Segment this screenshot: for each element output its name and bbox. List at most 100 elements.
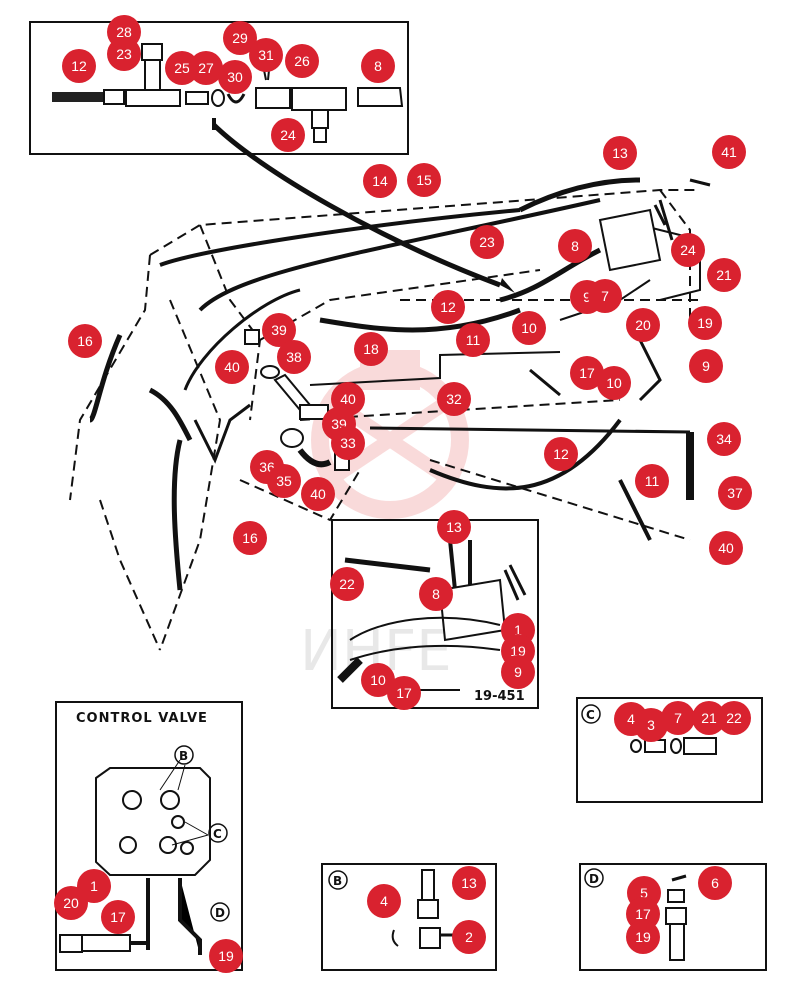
callout-circle: [692, 701, 726, 735]
callout-marker: 3: [634, 708, 668, 742]
callout-marker: 33: [331, 426, 365, 460]
inset-c: C: [576, 697, 763, 803]
callout-label: 37: [727, 485, 743, 501]
callout-label: 2: [465, 929, 473, 945]
callout-marker: 20: [54, 886, 88, 920]
callout-circle: [707, 258, 741, 292]
callout-marker: 12: [431, 290, 465, 324]
callout-label: 22: [339, 576, 355, 592]
callout-circle: [367, 884, 401, 918]
callout-label: 20: [63, 895, 79, 911]
callout-marker: 28: [107, 15, 141, 49]
callout-circle: [717, 701, 751, 735]
callout-label: 41: [721, 144, 737, 160]
callout-marker: 19: [688, 306, 722, 340]
callout-marker: 21: [707, 258, 741, 292]
callout-label: 1: [90, 878, 98, 894]
callout-marker: 40: [709, 531, 743, 565]
callout-circle: [456, 323, 490, 357]
callout-marker: 16: [68, 324, 102, 358]
callout-marker: 16: [233, 521, 267, 555]
callout-circle: [387, 676, 421, 710]
callout-circle: [512, 311, 546, 345]
callout-circle: [634, 708, 668, 742]
callout-circle: [626, 308, 660, 342]
callout-label: 20: [635, 317, 651, 333]
callout-circle: [363, 164, 397, 198]
callout-marker: 40: [301, 477, 335, 511]
callout-marker: 40: [215, 350, 249, 384]
callout-label: 17: [110, 909, 126, 925]
callout-marker: 8: [361, 49, 395, 83]
callout-circle: [635, 464, 669, 498]
callout-circle: [101, 900, 135, 934]
callout-label: 40: [224, 359, 240, 375]
callout-label: 3: [647, 717, 655, 733]
callout-circle: [718, 476, 752, 510]
callout-label: 11: [466, 332, 481, 348]
callout-circle: [330, 567, 364, 601]
callout-circle: [54, 886, 88, 920]
callout-label: 13: [612, 145, 628, 161]
callout-circle: [419, 577, 453, 611]
callout-marker: 6: [698, 866, 732, 900]
inset-b-letter: B: [333, 874, 342, 888]
control-valve-inset: CONTROL VALVE B C D: [55, 701, 243, 971]
callout-marker: 7: [588, 279, 622, 313]
callout-circle: [707, 422, 741, 456]
callout-marker: 11: [456, 323, 490, 357]
callout-label: 18: [363, 341, 379, 357]
control-valve-main: [598, 199, 674, 272]
callout-label: 33: [340, 435, 356, 451]
callout-marker: 17: [387, 676, 421, 710]
callout-label: 9: [514, 664, 522, 680]
callout-label: 34: [716, 431, 732, 447]
callout-marker: 12: [544, 437, 578, 471]
callout-circle: [361, 663, 395, 697]
callout-label: 12: [440, 299, 456, 315]
callout-label: 16: [77, 333, 93, 349]
callout-label: 40: [718, 540, 734, 556]
callout-label: 21: [701, 710, 717, 726]
callout-circle: [452, 866, 486, 900]
callout-marker: 10: [512, 311, 546, 345]
callout-marker: 30: [218, 60, 252, 94]
callout-label: 17: [396, 685, 412, 701]
callout-marker: 22: [330, 567, 364, 601]
callout-marker: 13: [452, 866, 486, 900]
port-d-label: D: [215, 906, 225, 920]
callout-label: 7: [601, 288, 609, 304]
port-c-label: C: [213, 827, 222, 841]
callout-label: 38: [286, 349, 302, 365]
callout-marker: 14: [363, 164, 397, 198]
callout-label: 4: [627, 711, 635, 727]
callout-marker: 10: [597, 366, 631, 400]
callout-marker: 13: [437, 510, 471, 544]
callout-label: 19: [697, 315, 713, 331]
callout-label: 11: [645, 473, 660, 489]
callout-marker: 7: [661, 701, 695, 735]
callout-circle: [597, 366, 631, 400]
callout-marker: 38: [277, 340, 311, 374]
callout-marker: 12: [62, 49, 96, 83]
callout-circle: [688, 306, 722, 340]
callout-circle: [437, 510, 471, 544]
callout-circle: [209, 939, 243, 973]
callout-label: 22: [726, 710, 742, 726]
callout-label: 26: [294, 53, 310, 69]
callout-circle: [712, 135, 746, 169]
callout-marker: 18: [354, 332, 388, 366]
callout-circle: [661, 701, 695, 735]
callout-circle: [544, 437, 578, 471]
callout-label: 14: [372, 173, 388, 189]
callout-circle: [267, 464, 301, 498]
callout-marker: 17: [101, 900, 135, 934]
callout-circle: [698, 866, 732, 900]
figure-number: 19-451: [474, 689, 525, 704]
callout-label: 24: [680, 242, 696, 258]
control-valve-title: CONTROL VALVE: [76, 711, 208, 726]
callout-label: 19: [635, 929, 651, 945]
callout-circle: [215, 350, 249, 384]
